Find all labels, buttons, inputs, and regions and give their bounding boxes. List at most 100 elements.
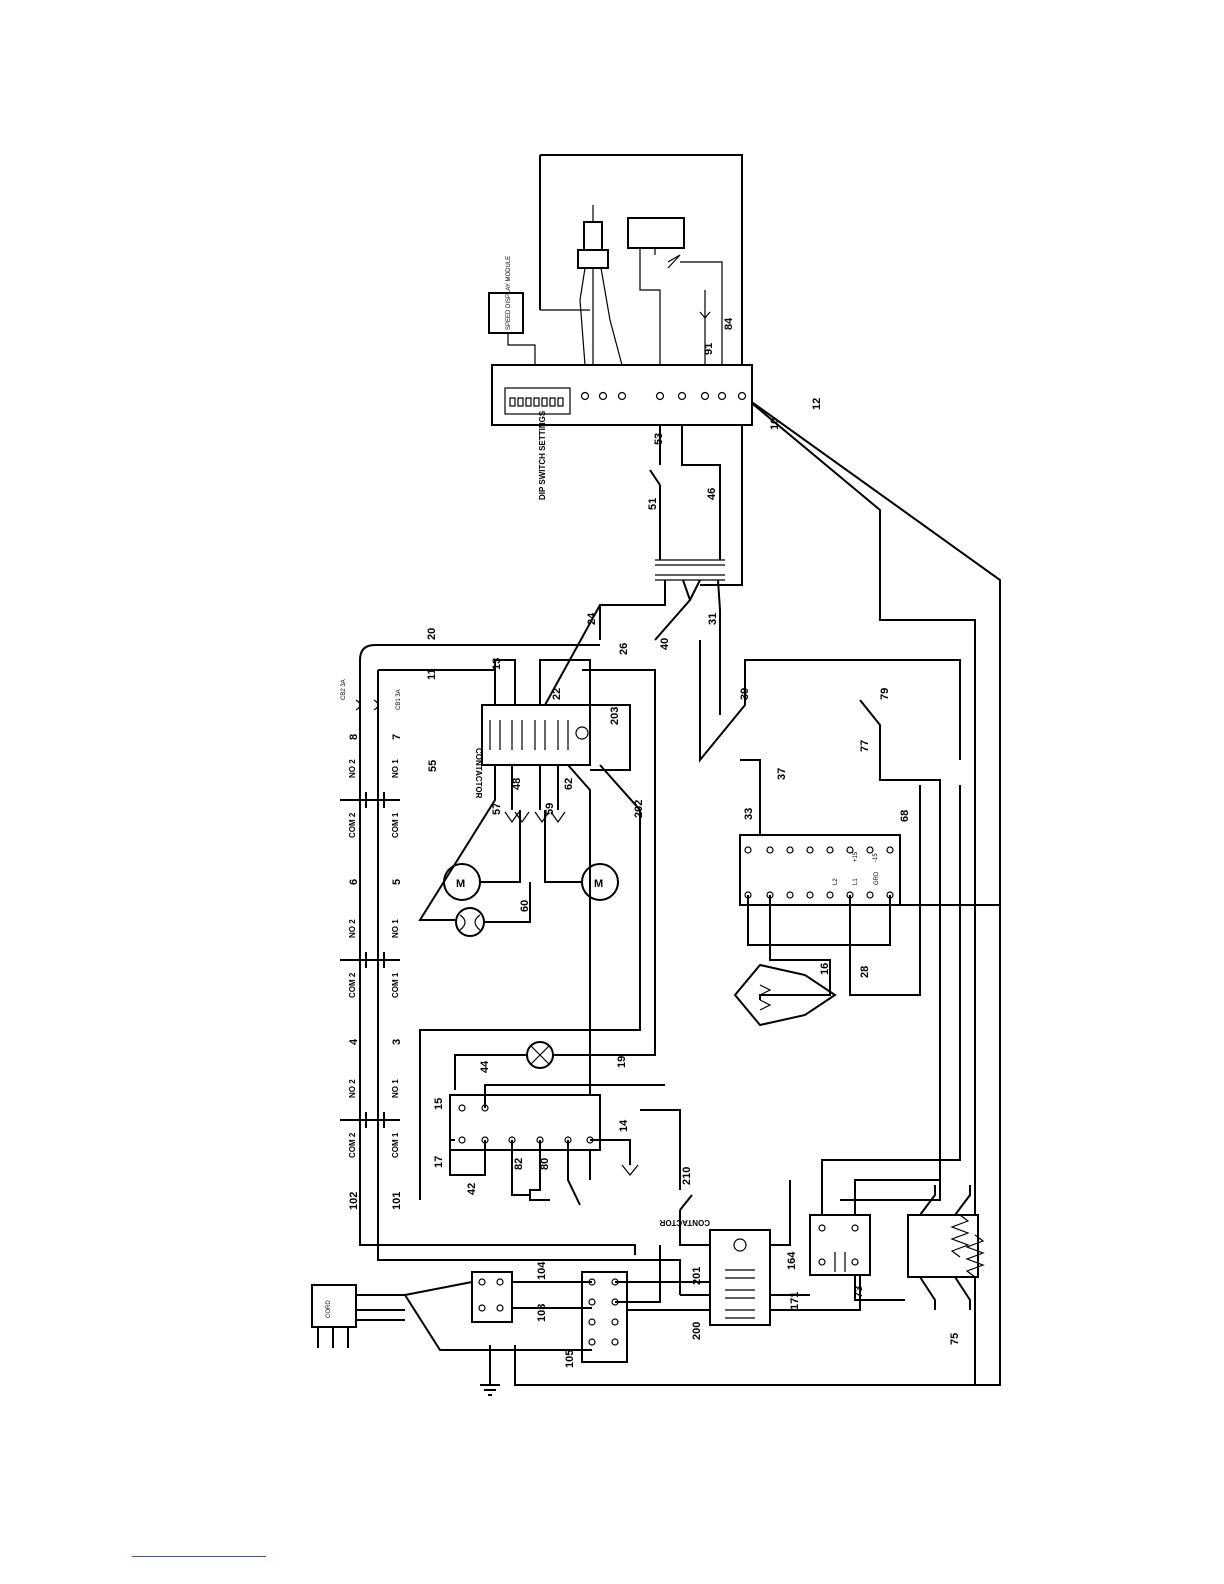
wire-num: 4 (348, 1038, 360, 1045)
wire-num: 10 (769, 418, 781, 430)
heater-contactor: CONTACTOR (625, 1180, 861, 1326)
wire-num: 46 (706, 488, 718, 500)
blower-motor: M (443, 810, 530, 901)
wire-num: 53 (653, 433, 665, 445)
speed-control-board (449, 1084, 665, 1206)
isolation-module (627, 217, 723, 365)
wire-number-labels: 3 4 5 6 7 8 10 11 12 13 14 15 16 17 19 2… (348, 317, 961, 1368)
wire-num: 6 (348, 879, 360, 885)
wire-num: 11 (426, 668, 438, 680)
wire-num: 31 (707, 613, 719, 625)
heater-elements (907, 1185, 985, 1310)
wire-num: 16 (819, 963, 831, 975)
wire-num: 60 (519, 900, 531, 912)
wire-num: 101 (391, 1192, 403, 1210)
indicator-lamp (454, 669, 656, 1090)
footnote-rule (132, 1556, 266, 1557)
timer-no1-b: NO 1 (391, 919, 400, 938)
timer-switches: NO 1 COM 1 NO 2 COM 2 NO 1 COM 1 NO 2 CO… (340, 759, 400, 1158)
wire-num: 200 (691, 1322, 703, 1340)
wire-num: 62 (563, 778, 575, 790)
grid-term-l2: L2 (833, 878, 839, 885)
contactor-k2-label: CONTACTOR (659, 1218, 710, 1227)
grid-term-grd: GRD (874, 871, 880, 885)
grid-term-pos15: +15 (853, 851, 859, 862)
wire-num: 105 (564, 1350, 576, 1368)
wire-num: 79 (879, 688, 891, 700)
relay (809, 785, 961, 1301)
main-contactor: CONTACTOR (418, 604, 641, 1200)
wire-num: 15 (433, 1098, 445, 1110)
conveyor-motor: M (534, 810, 619, 901)
timer-no1-c: NO 1 (391, 1079, 400, 1098)
wire-num: 42 (466, 1183, 478, 1195)
wire-num: 17 (433, 1156, 445, 1168)
wire-num: 26 (618, 643, 630, 655)
grid-term-neg15: -15 (873, 853, 879, 862)
wire-num: 102 (348, 1192, 360, 1210)
wire-num: 28 (859, 966, 871, 978)
timer-no1-a: NO 1 (391, 759, 400, 778)
timer-com1-c: COM 1 (391, 1132, 400, 1158)
wire-num: 37 (776, 768, 788, 780)
thermocouple (733, 963, 837, 1027)
timer-no2-c: NO 2 (348, 1079, 357, 1098)
cooling-fan (455, 882, 531, 937)
wire-num: 8 (348, 734, 360, 740)
wire-num: 77 (859, 740, 871, 752)
wire-num: 103 (536, 1304, 548, 1322)
timer-com1-a: COM 1 (391, 812, 400, 838)
wire-num: 3 (391, 1039, 403, 1045)
cb-label-2: CB2 3A (341, 679, 347, 700)
wire-num: 14 (618, 1119, 630, 1132)
wire-num: 39 (739, 688, 751, 700)
wire-num: 7 (391, 734, 403, 740)
wire-num: 91 (703, 343, 715, 355)
motor-controller (491, 364, 753, 426)
wire-num: 55 (427, 760, 439, 772)
timer-com2-c: COM 2 (348, 1132, 357, 1158)
power-cord: CORD (311, 1245, 710, 1351)
timer-no2-b: NO 2 (348, 919, 357, 938)
wire-num: 201 (691, 1267, 703, 1285)
wire-num: 5 (391, 879, 403, 885)
wire-num: 22 (551, 688, 563, 700)
wire-num: 171 (789, 1292, 801, 1310)
cord-label: CORD (326, 1300, 332, 1318)
heat-switch (699, 640, 961, 1201)
encoder-assembly (540, 205, 623, 366)
wire-num: 20 (426, 628, 438, 640)
wire-num: 73 (853, 1286, 865, 1298)
timer-com2-b: COM 2 (348, 972, 357, 998)
wire-num: 24 (586, 612, 598, 625)
wire-num: 104 (536, 1261, 548, 1280)
wire-num: 203 (609, 707, 621, 725)
transformer (599, 425, 725, 715)
wire-num: 164 (786, 1251, 798, 1270)
wire-num: 33 (743, 808, 755, 820)
ground-symbol (480, 1345, 500, 1396)
wire-num: 80 (539, 1158, 551, 1170)
wire-num: 68 (899, 810, 911, 822)
enclosure-lines (514, 154, 1001, 1386)
wire-num: 40 (659, 638, 671, 650)
dip-switch-label: DIP SWITCH SETTINGS (538, 410, 547, 500)
wire-num: 59 (544, 803, 556, 815)
wire-num: 51 (647, 498, 659, 510)
wire-num: 210 (681, 1167, 693, 1185)
terminal-block-tb1 (471, 1271, 513, 1323)
contactor-main-label: CONTACTOR (474, 748, 483, 799)
temperature-controller: GRD L1 L2 +15 -15 (739, 785, 1000, 1000)
grid-term-l1: L1 (853, 878, 859, 885)
wire-num: 202 (633, 800, 645, 818)
wire-num: 12 (811, 398, 823, 410)
wire-num: 19 (616, 1056, 628, 1068)
wire-num: 84 (723, 317, 735, 330)
motor-m-1: M (456, 878, 465, 890)
speed-display-label: SPEED DISPLAY MODULE (506, 256, 512, 330)
wire-num: 57 (491, 803, 503, 815)
timer-com1-b: COM 1 (391, 972, 400, 998)
wire-num: 44 (479, 1060, 491, 1073)
wire-num: 13 (491, 658, 503, 670)
